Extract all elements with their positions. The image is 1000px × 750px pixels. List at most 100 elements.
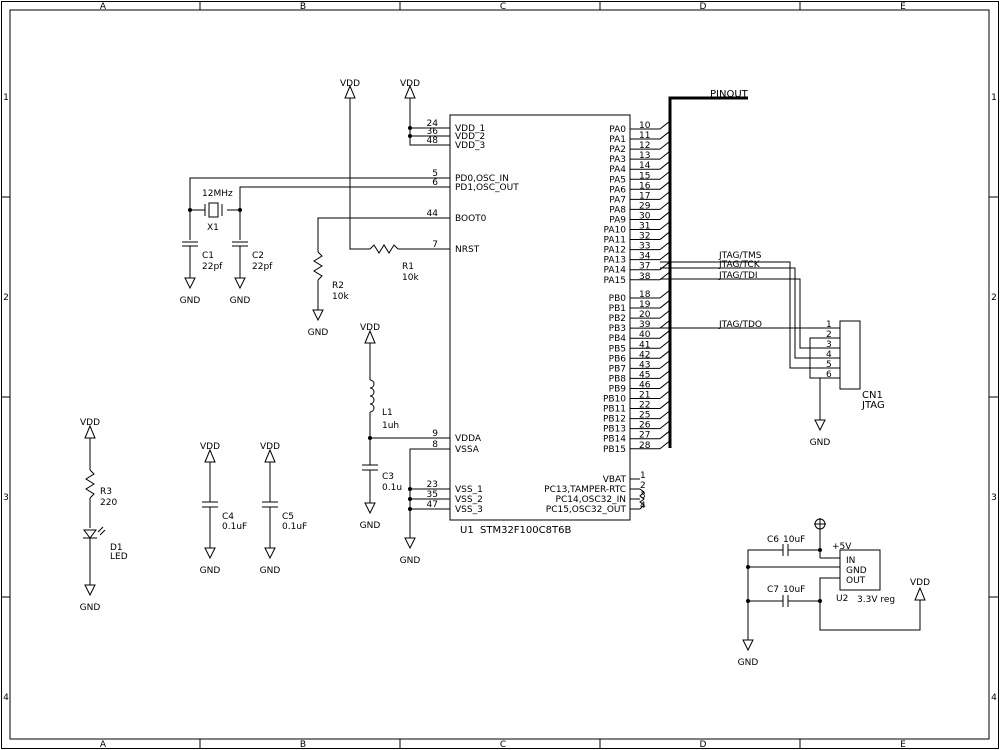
cn1-pin-num-4: 4 [826,350,832,360]
u2-pin-out: OUT [846,576,866,586]
vdd-symbol [914,586,926,601]
u1-pin-num-18: 18 [639,290,651,300]
u2-pin-in: IN [846,556,855,566]
u1-bus-entry-pa9 [659,211,671,220]
u1-pin-num-9: 9 [432,429,438,439]
c7-capacitor [782,595,789,607]
u1-pin-num-32: 32 [639,232,650,242]
u1-bus-entry-pa13 [659,251,671,261]
u1-pin-num-25: 25 [639,411,650,421]
u1-pin-name-pa11: PA11 [604,236,626,246]
u1-bus-entry-pa10 [659,221,671,230]
u1-pin-num-47: 47 [427,500,438,510]
vdd-symbol [364,329,376,344]
gnd-symbol [364,502,376,515]
u1-pin-num-41: 41 [639,340,650,350]
u1-ref: U1 [460,525,474,536]
bus-label: PINOUT [710,89,749,100]
gnd-symbol [264,547,276,560]
u1-bus-entry-pa15 [659,271,671,281]
u1-pin-name-pc13-tamper-rtc: PC13,TAMPER-RTC [544,485,626,495]
border-row-1-left: 1 [3,93,9,103]
gnd-symbol [204,547,216,560]
u1-pin-name-vdd-3: VDD_3 [455,141,485,151]
c5-ref: C5 [282,512,294,522]
u1-pin-name-pa15: PA15 [604,276,626,286]
c5-value: 0.1uF [282,522,307,532]
u1-pin-num-27: 27 [639,431,650,441]
u1-pin-name-pb10: PB10 [603,395,626,405]
vdd-label: VDD [200,442,220,452]
u1-pin-name-pa0: PA0 [609,125,626,135]
u1-pin-num-42: 42 [639,350,650,360]
nrst-circuit: R1 10k [349,98,440,283]
u1-pin-name-pd0-osc-in: PD0,OSC_IN [455,174,509,184]
u1-pin-num-35: 35 [427,490,438,500]
u1-bus-entry-pb6 [659,349,671,359]
u1-pin-name-pb14: PB14 [603,435,626,445]
u1-bus-entry-pa12 [659,241,671,250]
u1-pin-num-38: 38 [639,272,651,282]
u1-pin-num-31: 31 [639,222,650,232]
c2-capacitor [232,241,248,278]
r2-value: 10k [332,292,349,302]
gnd-symbol [84,584,96,597]
gnd-label: GND [200,566,221,576]
u1-bus-entry-pb8 [659,370,671,379]
vdd-label: VDD [260,442,280,452]
u1-pin-num-19: 19 [639,300,651,310]
u1-bus-entry-pa8 [659,201,671,210]
cn1-pin-num-5: 5 [826,360,832,370]
c1-ref: C1 [202,251,214,261]
r2-resistor [313,251,323,281]
u1-pin-num-17: 17 [639,191,650,201]
r3-resistor [85,469,95,499]
gnd-label: GND [360,521,381,531]
border-col-a-top: A [100,2,107,12]
u1-pin-num-12: 12 [639,141,650,151]
u1-bus-entry-pa6 [659,180,671,190]
u1-pin-num-13: 13 [639,151,650,161]
net-label-jtag-tms: JTAG/TMS [718,251,762,261]
u1-pin-num-21: 21 [639,391,650,401]
vdd-symbol [344,84,356,99]
u1-pin-num-22: 22 [639,401,650,411]
border-row-3-left: 3 [3,493,9,503]
u1-bus-entry-pa0 [659,120,671,130]
r3-ref: R3 [100,487,112,497]
cn1-value: JTAG [861,400,885,411]
u1-pin-name-pb15: PB15 [603,445,626,455]
u1-pin-name-pa5: PA5 [609,175,626,185]
u2-ref: U2 [836,594,848,604]
d1-ref: D1 [110,543,123,553]
u1-bus-entry-pb14 [659,430,671,440]
u1-pin-num-10: 10 [639,121,651,131]
c7-value: 10uF [783,585,805,595]
u1-pin-name-pb9: PB9 [609,384,627,394]
u1-bus-entry-pa4 [659,160,671,170]
u1-pin-name-pb4: PB4 [609,334,627,344]
crystal-circuit: 12MHz X1 C1 22pf C2 22pf [182,177,440,278]
u2-regulator: IN GND OUT U2 3.3V reg +5V C6 [746,518,921,640]
gnd-symbol [312,309,324,322]
u1-bus-entry-pb10 [659,390,671,399]
l1-inductor [369,379,375,413]
u1-pin-name-pa4: PA4 [609,165,626,175]
r2-ref: R2 [332,281,344,291]
u1-bus-entry-pb3 [659,319,671,329]
u1-pin-name-pa2: PA2 [609,145,626,155]
gnd-label: GND [308,328,329,338]
vdd-label: VDD [360,323,380,333]
u1-pin-name-pa9: PA9 [609,215,626,225]
gnd-label: GND [180,296,201,306]
r1-ref: R1 [402,262,414,272]
c3-capacitor [362,464,378,503]
gnd-symbol [184,277,196,290]
u1-pin-num-3: 3 [640,491,646,501]
u1-pin-name-pc14-osc32-in: PC14,OSC32_IN [556,495,626,505]
